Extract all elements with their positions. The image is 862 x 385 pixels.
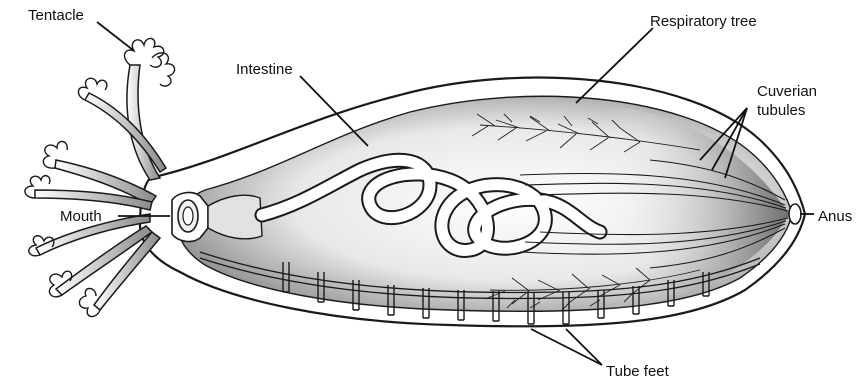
label-cuverian-line2: tubules xyxy=(757,102,805,119)
tentacles xyxy=(35,65,166,310)
label-cuverian-line1: Cuverian xyxy=(757,83,817,100)
label-mouth: Mouth xyxy=(60,208,102,225)
label-tentacle: Tentacle xyxy=(28,7,84,24)
anus xyxy=(789,204,801,224)
label-tube-feet: Tube feet xyxy=(606,363,670,380)
intestine-leader xyxy=(300,76,368,146)
tentacle-leader xyxy=(97,22,133,50)
label-anus: Anus xyxy=(818,208,852,225)
tube-feet-leader-2 xyxy=(566,329,602,365)
label-respiratory-tree: Respiratory tree xyxy=(650,13,757,30)
respiratory-tree-leader xyxy=(576,28,653,103)
tube-feet-leader-1 xyxy=(531,329,602,365)
label-intestine: Intestine xyxy=(236,61,293,78)
